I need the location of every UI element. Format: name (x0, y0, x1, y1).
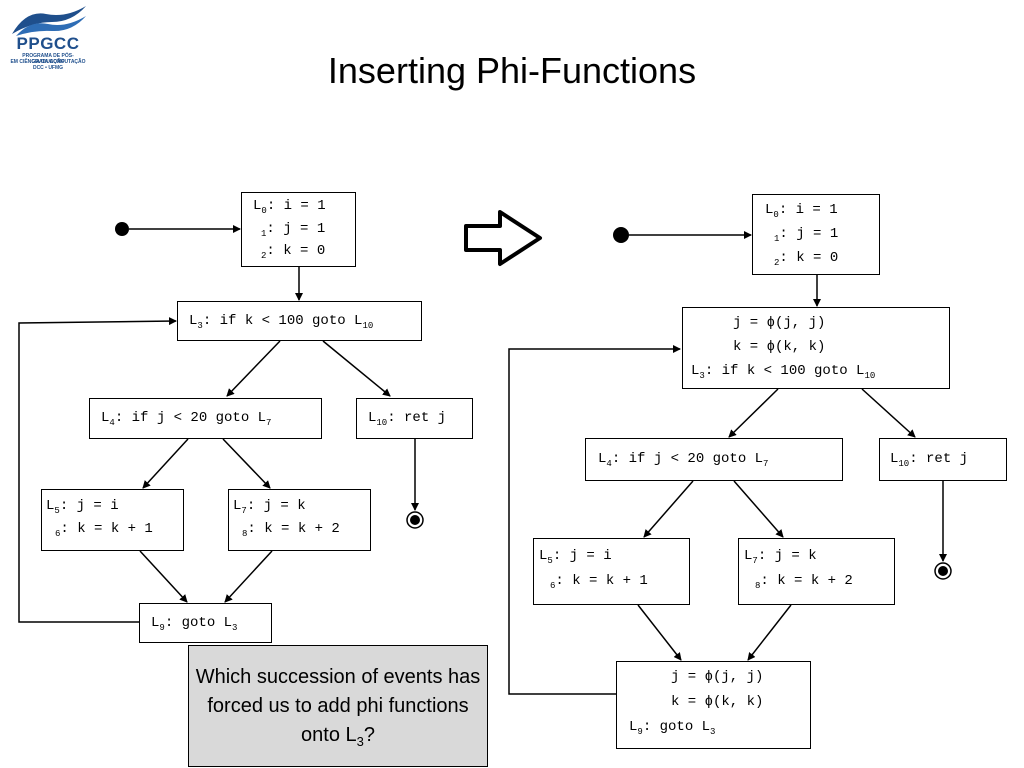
right-edge-l9-l3-back (508, 345, 681, 695)
code-line: L5: j = i (539, 548, 612, 566)
code-line: 2: k = 0 (261, 243, 326, 261)
right-block-l3: j = ϕ(j, j) k = ϕ(k, k) L3: if k < 100 g… (682, 307, 950, 389)
logo-wordmark: PPGCC (16, 34, 80, 53)
right-edge-l5-l9 (637, 604, 682, 661)
right-block-l5: L5: j = i 6: k = k + 1 (533, 538, 690, 605)
right-edge-l4-l5 (643, 480, 694, 538)
code-line: 6: k = k + 1 (550, 573, 648, 591)
left-edge-l5-l9 (139, 550, 188, 603)
left-edge-l3-l10 (322, 340, 391, 397)
right-start-node (613, 227, 629, 243)
logo-line-2: EM CIÊNCIA DA COMPUTAÇÃO (10, 59, 86, 65)
transform-arrow-icon (464, 210, 542, 266)
code-line: L9: goto L3 (629, 719, 716, 737)
logo-line-3: DCC • UFMG (32, 65, 64, 71)
right-block-l9: j = ϕ(j, j) k = ϕ(k, k) L9: goto L3 (616, 661, 811, 749)
right-edge-l3-l4 (728, 388, 779, 438)
right-block-entry: L0: i = 1 1: j = 1 2: k = 0 (752, 194, 880, 275)
code-line: L5: j = i (46, 498, 119, 516)
right-block-l10: L10: ret j (879, 438, 1007, 481)
logo-line-1: PROGRAMA DE PÓS-GRADUAÇÃO (22, 53, 74, 65)
code-line: 8: k = k + 2 (242, 521, 340, 539)
left-exit-node (410, 515, 420, 525)
left-edge-l4-l7 (222, 438, 271, 489)
left-edge-l9-l3-back (18, 317, 177, 623)
left-edge-l4-l5 (142, 438, 189, 489)
left-block-l7: L7: j = k 8: k = k + 2 (228, 489, 371, 551)
code-line: L3: if k < 100 goto L10 (189, 313, 374, 331)
code-line: 2: k = 0 (774, 250, 839, 268)
right-block-l4: L4: if j < 20 goto L7 (585, 438, 843, 481)
left-edge-l7-l9 (224, 550, 273, 603)
code-line: L0: i = 1 (765, 202, 838, 220)
code-line: L9: goto L3 (151, 615, 238, 633)
slide-title: Inserting Phi-Functions (327, 50, 697, 91)
right-edge-l7-l9 (747, 604, 792, 661)
code-line: L10: ret j (890, 451, 969, 469)
left-block-l5: L5: j = i 6: k = k + 1 (41, 489, 184, 551)
code-line: L0: i = 1 (253, 198, 326, 216)
phi-line: j = ϕ(j, j) (733, 315, 826, 331)
question-box: Which succession of events has forced us… (188, 645, 488, 767)
question-text: Which succession of events has forced us… (195, 666, 481, 746)
right-exit-node (938, 566, 948, 576)
left-edge-l3-l4 (226, 340, 281, 397)
left-block-l3: L3: if k < 100 goto L10 (177, 301, 422, 341)
code-line: L7: j = k (744, 548, 817, 566)
right-block-l7: L7: j = k 8: k = k + 2 (738, 538, 895, 605)
ppgcc-logo: PPGCC PROGRAMA DE PÓS-GRADUAÇÃO EM CIÊNC… (6, 4, 90, 71)
left-block-l4: L4: if j < 20 goto L7 (89, 398, 322, 439)
code-line: L7: j = k (233, 498, 306, 516)
question-tail: ? (363, 724, 375, 746)
code-line: 8: k = k + 2 (755, 573, 853, 591)
phi-line: k = ϕ(k, k) (671, 694, 764, 710)
code-line: L10: ret j (368, 410, 447, 428)
left-block-entry: L0: i = 1 1: j = 1 2: k = 0 (241, 192, 356, 267)
right-edge-l3-l10 (861, 388, 916, 438)
code-line: 6: k = k + 1 (55, 521, 153, 539)
left-block-l10: L10: ret j (356, 398, 473, 439)
left-start-node (115, 222, 129, 236)
code-line: L4: if j < 20 goto L7 (101, 410, 272, 428)
phi-line: k = ϕ(k, k) (733, 339, 826, 355)
phi-line: j = ϕ(j, j) (671, 669, 764, 685)
right-edge-l4-l7 (733, 480, 784, 538)
code-line: L4: if j < 20 goto L7 (598, 451, 769, 469)
question-subscript: 3 (356, 734, 364, 749)
code-line: L3: if k < 100 goto L10 (691, 363, 876, 381)
left-block-l9: L9: goto L3 (139, 603, 272, 643)
code-line: 1: j = 1 (261, 221, 326, 239)
code-line: 1: j = 1 (774, 226, 839, 244)
logo-waves-icon (12, 6, 86, 36)
